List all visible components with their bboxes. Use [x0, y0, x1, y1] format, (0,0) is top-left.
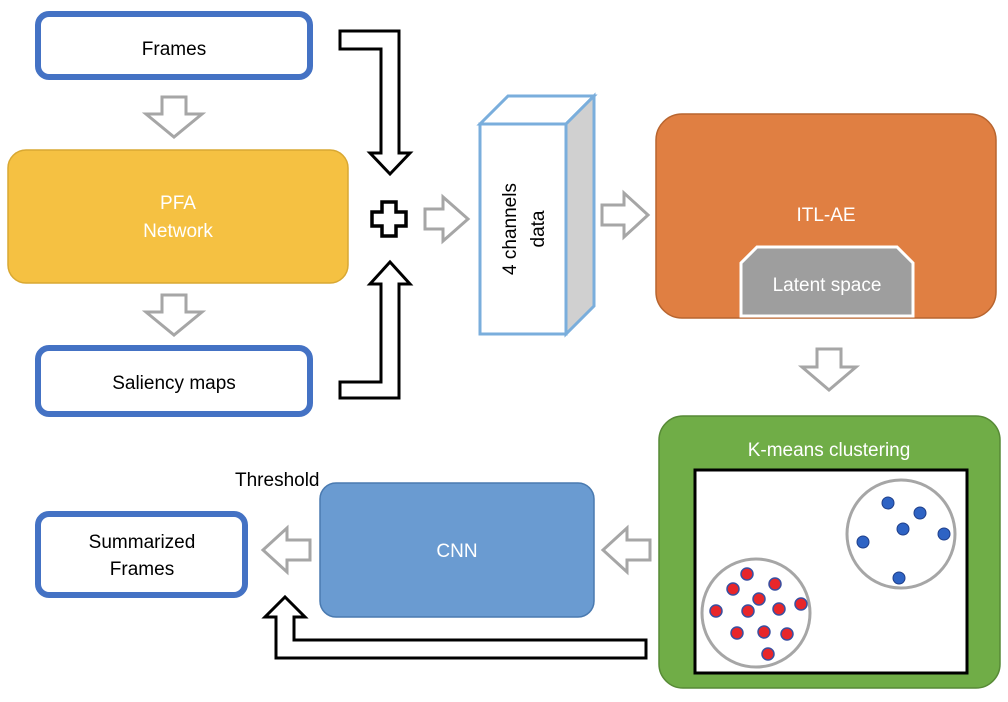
red-point	[794, 597, 808, 611]
red-point	[761, 647, 775, 661]
blue-point	[913, 506, 927, 520]
arrow-frames-to-plus	[338, 29, 414, 177]
pfa-network-box	[7, 149, 349, 284]
blue-point	[937, 527, 951, 541]
cnn-box	[319, 482, 595, 618]
blue-point	[892, 571, 906, 585]
red-point	[772, 602, 786, 616]
kmeans-label: K-means clustering	[748, 440, 911, 461]
cnn-label: CNN	[436, 541, 477, 562]
red-cluster	[700, 557, 812, 669]
itl-ae-label: ITL-AE	[796, 205, 855, 226]
blue-point	[856, 535, 870, 549]
summarized-label-line1: Summarized	[89, 532, 196, 553]
red-point	[730, 626, 744, 640]
pfa-label-line2: Network	[143, 221, 213, 242]
red-point	[740, 567, 754, 581]
arrow-pfa-to-saliency	[141, 293, 207, 337]
data-label-line2: data	[528, 210, 549, 247]
red-point	[752, 592, 766, 606]
four-channels-data-cube: 4 channels data	[476, 92, 598, 338]
red-point	[780, 627, 794, 641]
red-point	[768, 577, 782, 591]
arrow-frames-to-pfa	[141, 95, 207, 139]
summarized-label-line2: Frames	[110, 559, 174, 580]
blue-cluster	[845, 478, 957, 590]
data-label-line1: 4 channels	[500, 183, 521, 275]
arrow-itl-ae-to-kmeans	[797, 347, 861, 392]
arrow-cnn-to-summarized	[260, 524, 312, 576]
arrow-saliency-to-plus	[338, 259, 414, 400]
arrow-kmeans-to-cnn	[600, 524, 652, 576]
frames-box	[35, 11, 313, 80]
arrow-kmeans-to-summarized	[261, 594, 648, 660]
red-point	[757, 625, 771, 639]
red-point	[741, 604, 755, 618]
frames-label: Frames	[142, 39, 206, 60]
blue-point	[881, 496, 895, 510]
threshold-label: Threshold	[235, 470, 320, 491]
blue-point	[896, 522, 910, 536]
plus-icon	[370, 200, 408, 238]
red-point	[726, 582, 740, 596]
latent-space-label: Latent space	[773, 275, 882, 296]
arrow-plus-to-data	[423, 193, 471, 245]
saliency-maps-box	[35, 345, 313, 417]
cluster-panel	[693, 468, 969, 675]
red-point	[709, 604, 723, 618]
arrow-data-to-itl-ae	[600, 189, 651, 241]
saliency-label: Saliency maps	[112, 373, 236, 394]
pfa-label-line1: PFA	[160, 193, 196, 214]
latent-space-box	[739, 245, 915, 318]
summarized-frames-box	[35, 511, 248, 598]
